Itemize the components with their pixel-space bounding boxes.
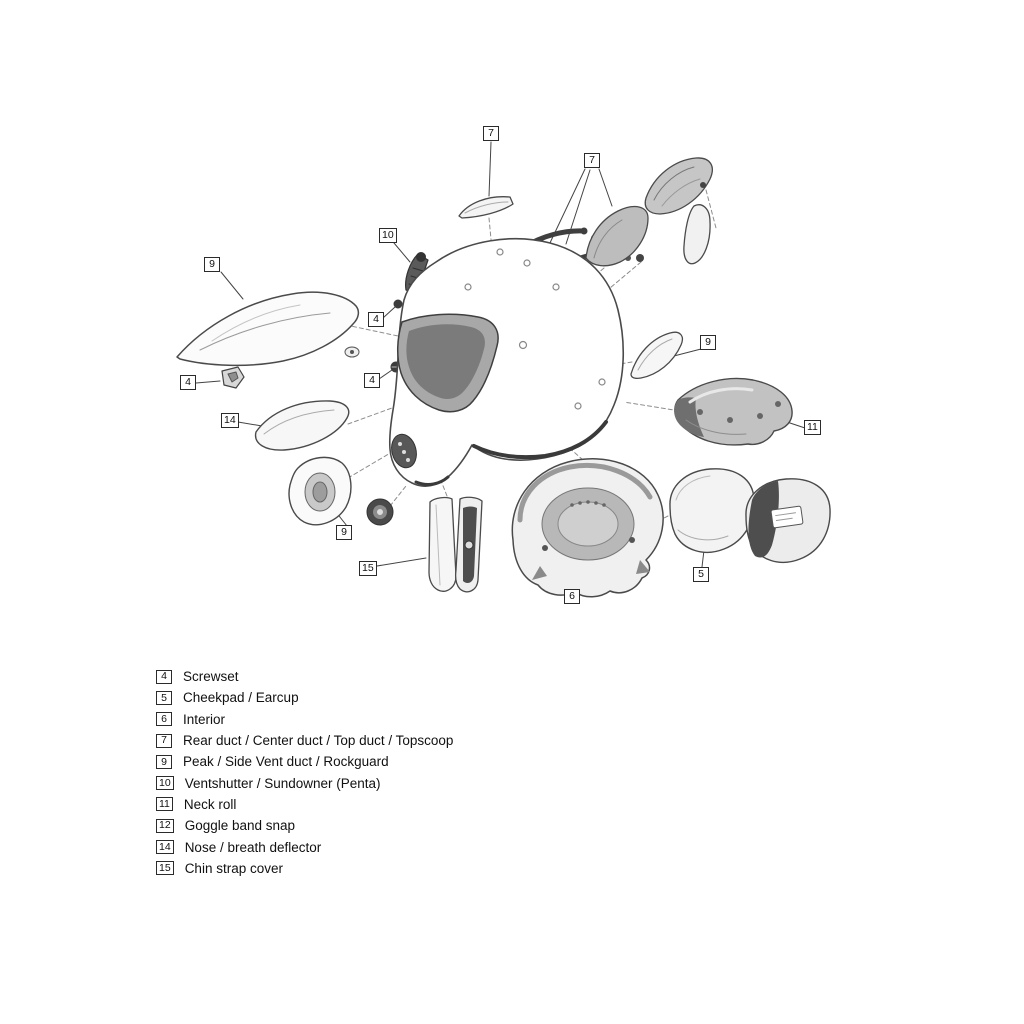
rear-duct-part	[644, 157, 713, 215]
peak-part	[176, 291, 360, 367]
legend-row-peak: 9 Peak / Side Vent duct / Rockguard	[156, 751, 453, 772]
legend-key-9: 9	[156, 754, 172, 769]
goggle-band-snap-part	[366, 498, 394, 526]
callout-ventshutter-10: 10	[379, 228, 397, 243]
legend-key-14: 14	[156, 840, 174, 855]
callout-interior-6: 6	[564, 589, 580, 604]
legend-label-goggle-band-snap: Goggle band snap	[184, 818, 296, 834]
rockguard-part	[288, 456, 352, 526]
callout-neck-roll-11: 11	[804, 420, 821, 435]
chin-strap-part	[428, 496, 483, 593]
callout-cheekpad-5: 5	[693, 567, 709, 582]
legend-key-11: 11	[156, 797, 173, 812]
legend-label-screwset: Screwset	[183, 669, 239, 685]
nose-deflector-part	[254, 400, 350, 451]
legend-key-7: 7	[156, 733, 172, 748]
legend-row-interior: 6 Interior	[156, 709, 453, 730]
legend-key-15: 15	[156, 861, 174, 876]
side-vent-part	[630, 331, 684, 380]
legend-key-6: 6	[156, 712, 172, 727]
cheekpad-right-part	[745, 478, 831, 563]
parts-legend: 4 Screwset 5 Cheekpad / Earcup 6 Interio…	[156, 666, 453, 879]
callout-side-vent-9: 9	[700, 335, 716, 350]
legend-row-neck-roll: 11 Neck roll	[156, 794, 453, 815]
center-duct-part	[585, 205, 649, 267]
topscoop-part	[458, 196, 514, 219]
legend-key-5: 5	[156, 690, 172, 705]
legend-row-chin-strap: 15 Chin strap cover	[156, 858, 453, 879]
legend-label-cheekpad: Cheekpad / Earcup	[183, 690, 299, 706]
legend-label-neck-roll: Neck roll	[183, 796, 237, 812]
callout-nose-deflector-14: 14	[221, 413, 239, 428]
legend-row-ventshutter: 10 Ventshutter / Sundowner (Penta)	[156, 772, 453, 793]
legend-key-12: 12	[156, 818, 174, 833]
legend-row-rear-duct: 7 Rear duct / Center duct / Top duct / T…	[156, 730, 453, 751]
legend-label-ventshutter: Ventshutter / Sundowner (Penta)	[184, 775, 381, 791]
legend-label-nose-deflector: Nose / breath deflector	[184, 839, 322, 855]
neck-roll-part	[674, 377, 793, 446]
legend-label-rear-duct: Rear duct / Center duct / Top duct / Top…	[183, 733, 454, 749]
interior-part	[511, 458, 664, 598]
legend-row-screwset: 4 Screwset	[156, 666, 453, 687]
legend-key-4: 4	[156, 669, 172, 684]
callout-screw-4-left: 4	[180, 375, 196, 390]
legend-key-10: 10	[156, 776, 174, 791]
legend-label-interior: Interior	[183, 711, 226, 727]
cheekpad-left-part	[669, 468, 755, 553]
legend-row-goggle-band-snap: 12 Goggle band snap	[156, 815, 453, 836]
callout-chin-strap-15: 15	[359, 561, 377, 576]
legend-label-peak: Peak / Side Vent duct / Rockguard	[183, 754, 389, 770]
callout-rockguard-9: 9	[336, 525, 352, 540]
legend-label-chin-strap: Chin strap cover	[184, 860, 283, 876]
callout-screw-4-top: 4	[368, 312, 384, 327]
legend-row-nose-deflector: 14 Nose / breath deflector	[156, 836, 453, 857]
callout-topscoop-7: 7	[483, 126, 499, 141]
callout-peak-9: 9	[204, 257, 220, 272]
legend-row-cheekpad: 5 Cheekpad / Earcup	[156, 687, 453, 708]
rear-duct-lower-part	[683, 204, 711, 265]
screw-clip-part	[221, 366, 245, 389]
helmet-shell-part	[388, 237, 625, 487]
callout-rear-duct-7: 7	[584, 153, 600, 168]
callout-screw-4-mid: 4	[364, 373, 380, 388]
